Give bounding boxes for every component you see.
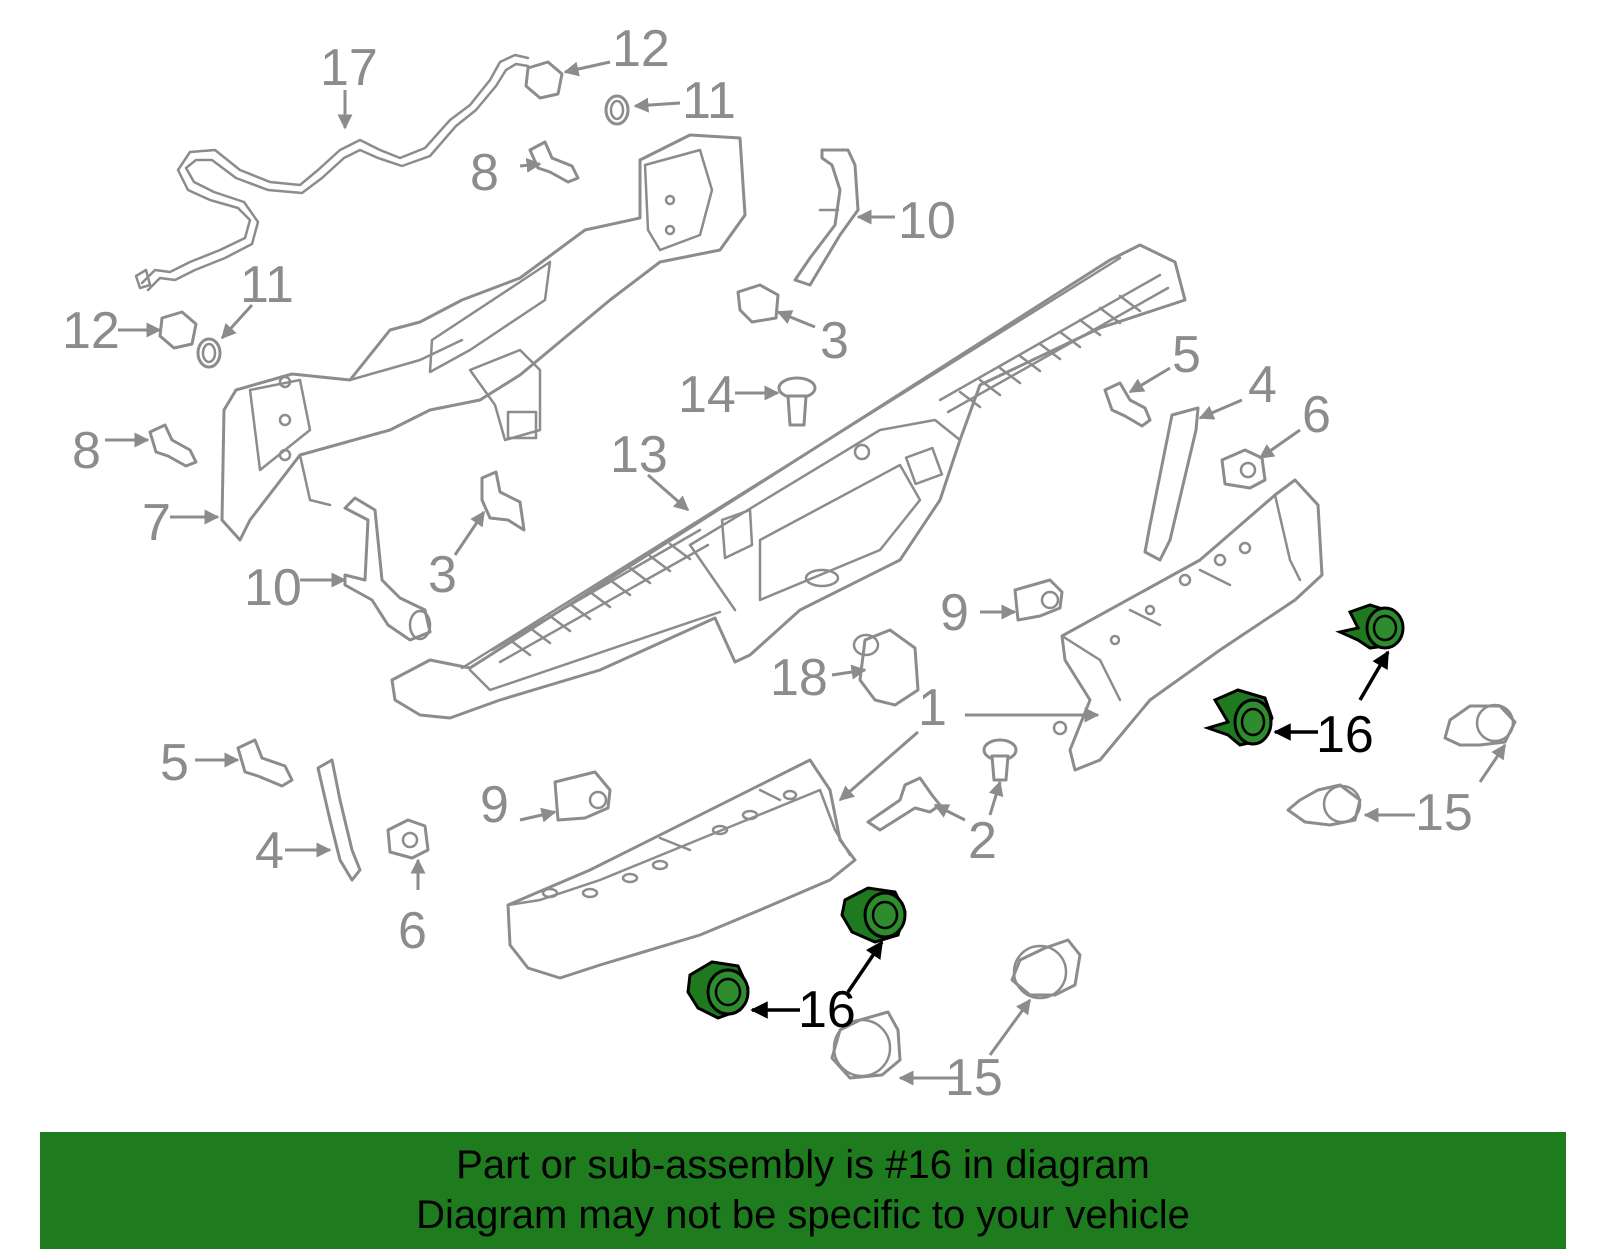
wiring-harness-part bbox=[134, 53, 530, 292]
bracket-upper-part bbox=[793, 148, 860, 287]
callout-16-lower: 16 bbox=[798, 981, 856, 1039]
clip-lower-part bbox=[480, 470, 526, 532]
nut-lower-part bbox=[386, 818, 430, 860]
callout-16-upper: 16 bbox=[1316, 706, 1374, 764]
callout-11-upper: 11 bbox=[682, 72, 736, 130]
nut-12-lower-part bbox=[158, 310, 198, 350]
retainer-stud-part bbox=[982, 738, 1018, 782]
sensor-15-upper-a-part bbox=[1443, 703, 1517, 747]
callout-3-upper: 3 bbox=[820, 312, 849, 370]
callout-7: 7 bbox=[142, 494, 171, 552]
bracket-lower-part bbox=[343, 496, 432, 642]
nut-12-upper-part bbox=[524, 60, 564, 100]
push-pin-part bbox=[777, 376, 817, 427]
stud-part bbox=[866, 776, 942, 832]
callout-10-lower: 10 bbox=[244, 559, 302, 617]
callout-15-lower: 15 bbox=[945, 1049, 1003, 1107]
highlighted-part-16-b[interactable] bbox=[1203, 688, 1274, 747]
callout-11-lower: 11 bbox=[240, 256, 294, 314]
bolt-upper-part bbox=[1103, 381, 1152, 428]
callout-1: 1 bbox=[918, 679, 947, 737]
callout-arrows bbox=[105, 60, 1507, 1086]
callout-labels: 17 12 11 8 10 3 11 12 14 5 4 6 8 13 7 3 … bbox=[62, 20, 1473, 1107]
sensor-15-upper-b-part bbox=[1286, 783, 1362, 827]
bumper-end-cap-right-part bbox=[1052, 478, 1324, 772]
sensor-15-lower-b-part bbox=[830, 1010, 902, 1080]
bolt-lower-part bbox=[236, 738, 294, 788]
washer-upper-part bbox=[604, 94, 630, 126]
hitch-frame-bracket-part bbox=[220, 133, 747, 542]
bolt-8-upper-part bbox=[528, 140, 580, 184]
step-bumper-part bbox=[390, 243, 1187, 720]
banner-line-1: Part or sub-assembly is #16 in diagram bbox=[456, 1143, 1150, 1187]
callout-13: 13 bbox=[610, 426, 668, 484]
callout-2: 2 bbox=[968, 812, 997, 870]
sensor-15-lower-a-part bbox=[1010, 938, 1082, 1000]
callout-6-lower: 6 bbox=[398, 902, 427, 960]
nut-upper-part bbox=[1220, 448, 1267, 490]
reinforcement-upper-part bbox=[1143, 406, 1200, 562]
callout-5-upper: 5 bbox=[1172, 326, 1201, 384]
sensor-18-part bbox=[852, 628, 920, 707]
washer-lower-part bbox=[196, 337, 222, 369]
callout-10-upper: 10 bbox=[898, 192, 956, 250]
info-banner: Part or sub-assembly is #16 in diagram D… bbox=[40, 1132, 1566, 1249]
retainer-lower-part bbox=[553, 770, 612, 822]
banner-line-2: Diagram may not be specific to your vehi… bbox=[416, 1193, 1190, 1237]
bolt-8-lower-part bbox=[148, 423, 198, 468]
highlighted-part-16-d[interactable] bbox=[686, 960, 750, 1020]
reinforcement-lower-part bbox=[316, 758, 362, 882]
callout-4-lower: 4 bbox=[255, 822, 284, 880]
callout-9-upper: 9 bbox=[940, 584, 969, 642]
callout-8-lower: 8 bbox=[72, 422, 101, 480]
highlighted-part-16-a[interactable] bbox=[1335, 603, 1405, 650]
callout-5-lower: 5 bbox=[160, 734, 189, 792]
callout-17: 17 bbox=[320, 39, 378, 97]
clip-upper-part bbox=[736, 283, 780, 324]
callout-4-upper: 4 bbox=[1248, 356, 1277, 414]
callout-15-upper: 15 bbox=[1415, 784, 1473, 842]
callout-6-upper: 6 bbox=[1302, 386, 1331, 444]
callout-18: 18 bbox=[770, 649, 828, 707]
callout-14: 14 bbox=[678, 366, 736, 424]
callout-12-lower: 12 bbox=[62, 302, 120, 360]
callout-9-lower: 9 bbox=[480, 776, 509, 834]
callout-8-upper: 8 bbox=[470, 144, 499, 202]
callout-12-upper: 12 bbox=[612, 20, 670, 78]
highlighted-part-16-c[interactable] bbox=[840, 886, 907, 944]
bumper-end-cap-left-part bbox=[506, 758, 857, 980]
callout-3-lower: 3 bbox=[428, 546, 457, 604]
retainer-upper-part bbox=[1013, 578, 1064, 622]
